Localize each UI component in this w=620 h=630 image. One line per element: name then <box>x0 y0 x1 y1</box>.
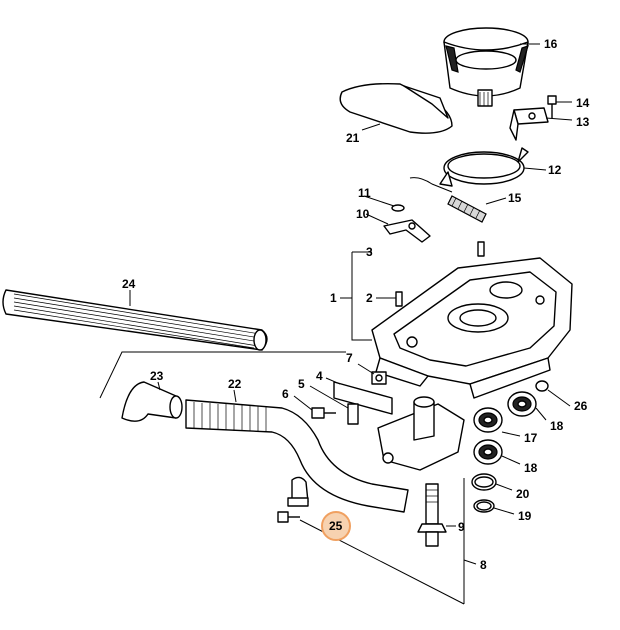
callout-15: 15 <box>508 191 522 205</box>
callout-16: 16 <box>544 37 558 51</box>
callout-13: 13 <box>576 115 590 129</box>
part-4-plate <box>333 381 393 415</box>
bracket-1-3 <box>340 251 372 341</box>
part-8-spindle-housing <box>377 396 465 471</box>
part-14-screw <box>547 95 557 118</box>
callout-21: 21 <box>346 131 360 145</box>
part-7-nut <box>371 371 387 385</box>
part-26-washer <box>535 380 549 392</box>
part-16-clutch-drum <box>443 27 529 107</box>
part-10-lever <box>383 219 431 243</box>
callout-labels: 16 14 13 21 12 11 15 10 3 1 2 7 4 5 6 26… <box>122 37 590 572</box>
part-1-gear-housing <box>371 257 573 399</box>
part-6-screw <box>311 407 336 419</box>
callout-8: 8 <box>480 558 487 572</box>
callout-18-lower: 18 <box>524 461 538 475</box>
callout-2: 2 <box>366 291 373 305</box>
part-25-clamp <box>277 476 309 523</box>
callout-12: 12 <box>548 163 562 177</box>
part-19-circlip <box>473 499 495 513</box>
part-3-dowel-pin <box>477 241 485 257</box>
callout-26: 26 <box>574 399 588 413</box>
part-9-shaft <box>417 483 447 547</box>
callout-22: 22 <box>228 377 242 391</box>
part-22-hose <box>185 399 409 513</box>
callout-9: 9 <box>458 520 465 534</box>
callout-10: 10 <box>356 207 370 221</box>
callout-7: 7 <box>346 351 353 365</box>
callout-11: 11 <box>358 186 371 200</box>
callout-3: 3 <box>366 245 373 259</box>
highlight-circle-25 <box>321 511 351 541</box>
part-18-bearing-lower <box>473 439 503 465</box>
part-20-circlip <box>471 473 497 491</box>
part-12-brake-band <box>439 147 529 187</box>
callout-19: 19 <box>518 509 532 523</box>
callout-4: 4 <box>316 369 323 383</box>
callout-24: 24 <box>122 277 136 291</box>
callout-6: 6 <box>282 387 289 401</box>
part-21-cover <box>339 82 453 134</box>
part-13-bracket <box>509 107 549 141</box>
part-17-bearing <box>473 407 503 433</box>
part-23-nozzle <box>121 381 183 422</box>
callout-25: 25 <box>329 519 343 533</box>
callout-20: 20 <box>516 487 530 501</box>
callout-18-upper: 18 <box>550 419 564 433</box>
callout-23: 23 <box>150 369 164 383</box>
leader-lines <box>129 43 573 565</box>
part-24-drive-tube <box>2 289 268 351</box>
callout-1: 1 <box>330 291 337 305</box>
part-11-washer <box>391 204 405 212</box>
part-5-pin <box>347 403 359 425</box>
bracket-24-22 <box>99 351 346 399</box>
callout-14: 14 <box>576 96 590 110</box>
part-15-spring <box>409 177 487 223</box>
callout-17: 17 <box>524 431 538 445</box>
callout-5: 5 <box>298 377 305 391</box>
part-2-dowel-pin <box>395 291 403 307</box>
part-18-bearing-upper <box>507 391 537 417</box>
